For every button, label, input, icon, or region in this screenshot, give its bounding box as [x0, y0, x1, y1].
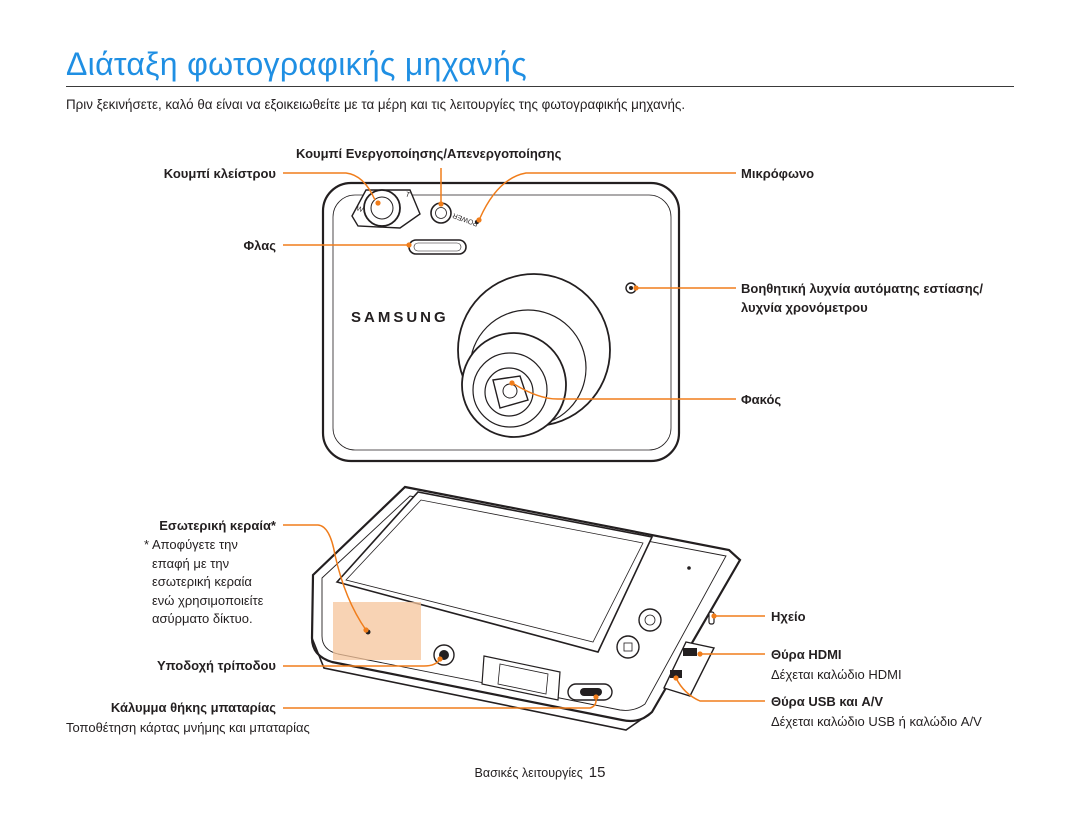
- usb-av-port-description: Δέχεται καλώδιο USB ή καλώδιο A/V: [771, 714, 982, 729]
- battery-cover-description: Τοποθέτηση κάρτας μνήμης και μπαταρίας: [66, 720, 310, 735]
- label-hdmi-port: Θύρα HDMI: [771, 647, 842, 662]
- antenna-note-line: εσωτερική κεραία: [152, 574, 252, 590]
- title-divider: [66, 86, 1014, 87]
- antenna-note: * Αποφύγετε την επαφή με την εσωτερική κ…: [144, 536, 263, 629]
- label-speaker: Ηχείο: [771, 609, 806, 624]
- label-usb-av-port: Θύρα USB και A/V: [771, 694, 884, 709]
- antenna-note-line: ενώ χρησιμοποιείτε: [152, 592, 264, 608]
- camera-front-illustration: W T POWER SAMSUNG: [321, 181, 681, 463]
- brand-logo: SAMSUNG: [351, 309, 449, 326]
- label-af-lamp-line2: λυχνία χρονόμετρου: [741, 300, 868, 315]
- label-antenna: Εσωτερική κεραία*: [159, 518, 276, 533]
- label-tripod-socket: Υποδοχή τρίποδου: [157, 658, 276, 673]
- label-lens: Φακός: [741, 392, 782, 407]
- intro-text: Πριν ξεκινήσετε, καλό θα είναι να εξοικε…: [66, 97, 686, 112]
- zoom-w-marking: W: [355, 205, 364, 214]
- hdmi-port-description: Δέχεται καλώδιο HDMI: [771, 667, 902, 682]
- label-microphone: Μικρόφωνο: [741, 166, 815, 181]
- label-power-button: Κουμπί Ενεργοποίησης/Απενεργοποίησης: [296, 146, 562, 161]
- label-battery-cover: Κάλυμμα θήκης μπαταρίας: [110, 700, 276, 715]
- page-title: Διάταξη φωτογραφικής μηχανής: [66, 46, 527, 82]
- callout-dots: [363, 200, 717, 700]
- page-footer: Βασικές λειτουργίες 15: [0, 764, 1080, 781]
- footer-section-name: Βασικές λειτουργίες: [474, 766, 583, 780]
- label-af-lamp-line1: Βοηθητική λυχνία αυτόματης εστίασης/: [741, 281, 984, 296]
- page-number: 15: [588, 764, 606, 781]
- label-shutter-button: Κουμπί κλείστρου: [163, 166, 276, 181]
- label-flash: Φλας: [243, 238, 277, 253]
- antenna-note-line: * Αποφύγετε την: [144, 537, 238, 552]
- camera-back-illustration: [310, 485, 742, 731]
- antenna-note-line: ασύρματο δίκτυο.: [152, 611, 253, 627]
- zoom-t-marking: T: [404, 191, 411, 199]
- antenna-note-line: επαφή με την: [152, 555, 230, 571]
